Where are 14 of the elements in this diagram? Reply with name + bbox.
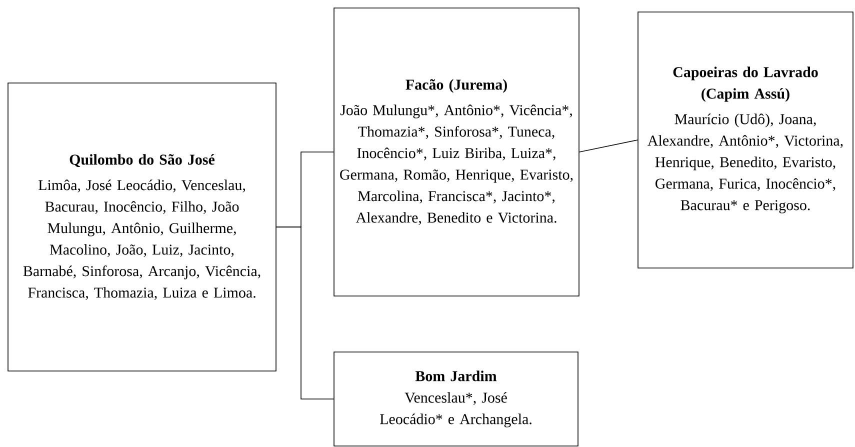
group-box: [334, 352, 578, 446]
connector-line: [276, 226, 334, 400]
connector-line: [579, 140, 638, 152]
node-title: Bom Jardim: [415, 370, 497, 382]
group-box: [8, 82, 276, 372]
name-list: Limôa, José Leocádio, Venceslau, Bacurau, Inocêncio, Filho, João Mulungu, Antônio, Guilherme, Macolino, João, Luiz, Jacinto, Barnabé, Sinforosa, Arcanjo, Vicência, Francisca, Thomazia, Luiza e Limoa.: [23, 180, 260, 300]
node-title: Quilombo do São José: [70, 154, 215, 167]
group-box: [638, 12, 854, 268]
name-list: Maurício (Udô), Joana, Alexandre, Antônio*, Victorina, Henrique, Benedito, Evaristo, Germana, Furica, Inocêncio*, Bacurau* e Perigoso.: [648, 114, 843, 214]
node-title: Facão (Jurema): [406, 79, 507, 93]
name-list: João Mulungu*, Antônio*, Vicência*, Thomazia*, Sinforosa*, Tuneca, Inocêncio*, Luiz Biriba, Luiza*, Germana, Romão, Henrique, Evaristo, Marcolina, Francisca*, Jacinto*, Alexandre, Benedito e Victorina.: [340, 104, 573, 225]
node-title: Capoeiras do Lavrado (Capim Assú): [673, 66, 818, 102]
name-list: Venceslau*, José Leocádio* e Archangela.: [380, 392, 532, 428]
group-box: [334, 8, 580, 296]
